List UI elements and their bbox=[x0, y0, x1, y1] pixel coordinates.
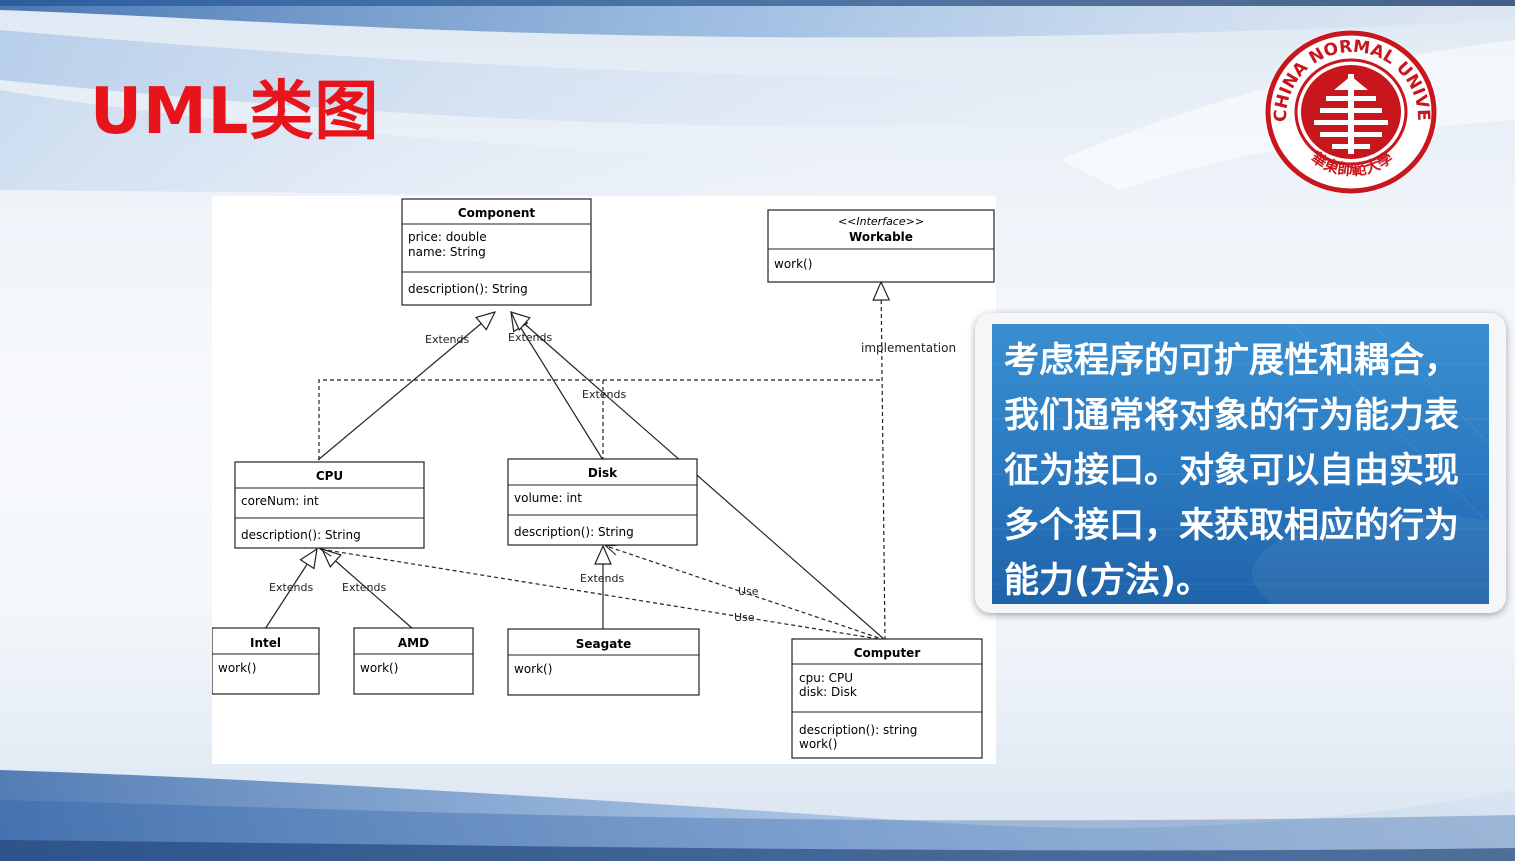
label-use-disk: Use bbox=[738, 585, 759, 598]
computer-uses-cpu bbox=[320, 549, 886, 641]
callout-decoration bbox=[992, 324, 1489, 604]
attribute: disk: Disk bbox=[799, 685, 857, 699]
disk-extends-component bbox=[511, 312, 604, 461]
class-computer: Computer cpu: CPU disk: Disk description… bbox=[791, 638, 983, 759]
stereotype: <<Interface>> bbox=[838, 215, 924, 228]
method: work() bbox=[218, 661, 256, 675]
callout-frame: 考虑程序的可扩展性和耦合，我们通常将对象的行为能力表征为接口。对象可以自由实现多… bbox=[975, 313, 1506, 613]
class-workable: <<Interface>> Workable work() bbox=[767, 209, 995, 283]
class-intel: Intel work() bbox=[212, 627, 320, 695]
relation-labels: Extends Extends Extends Extends Extends … bbox=[269, 331, 956, 624]
class-component: Component price: double name: String des… bbox=[401, 198, 592, 306]
attribute: price: double bbox=[408, 230, 487, 244]
intel-extends-cpu bbox=[264, 549, 317, 630]
class-name: Disk bbox=[588, 466, 618, 480]
computer-uses-disk bbox=[606, 546, 886, 641]
class-name: CPU bbox=[316, 469, 343, 483]
relation-lines bbox=[264, 282, 886, 641]
method: description(): String bbox=[408, 282, 528, 296]
class-name: Seagate bbox=[576, 637, 631, 651]
class-amd: AMD work() bbox=[353, 627, 474, 695]
method: description(): string bbox=[799, 723, 917, 737]
method: work() bbox=[360, 661, 398, 675]
computer-implements-workable bbox=[881, 282, 885, 641]
label-extends-computer: Extends bbox=[582, 388, 626, 401]
cpu-extends-component bbox=[317, 312, 495, 461]
implementation-line bbox=[318, 379, 881, 460]
amd-extends-cpu bbox=[322, 549, 414, 630]
callout-box: 考虑程序的可扩展性和耦合，我们通常将对象的行为能力表征为接口。对象可以自由实现多… bbox=[992, 324, 1489, 604]
attribute: volume: int bbox=[514, 491, 582, 505]
label-extends-amd: Extends bbox=[342, 581, 386, 594]
class-name: Computer bbox=[854, 646, 921, 660]
attribute: cpu: CPU bbox=[799, 671, 853, 685]
label-extends-disk: Extends bbox=[508, 331, 552, 344]
class-seagate: Seagate work() bbox=[507, 628, 700, 696]
computer-extends-component bbox=[511, 312, 886, 641]
seal-tree-emblem bbox=[1301, 65, 1401, 159]
attribute: name: String bbox=[408, 245, 486, 259]
callout-text: 考虑程序的可扩展性和耦合，我们通常将对象的行为能力表征为接口。对象可以自由实现多… bbox=[1004, 341, 1460, 601]
class-name: Workable bbox=[849, 230, 913, 244]
method: description(): String bbox=[241, 528, 361, 542]
label-use-cpu: Use bbox=[734, 611, 755, 624]
label-extends-seagate: Extends bbox=[580, 572, 624, 585]
label-extends-cpu: Extends bbox=[425, 333, 469, 346]
class-cpu: CPU coreNum: int description(): String bbox=[234, 461, 425, 549]
label-extends-intel: Extends bbox=[269, 581, 313, 594]
method: work() bbox=[799, 737, 837, 751]
class-name: Component bbox=[458, 206, 536, 220]
method: description(): String bbox=[514, 525, 634, 539]
attribute: coreNum: int bbox=[241, 494, 319, 508]
method: work() bbox=[514, 662, 552, 676]
university-seal-icon: EAST CHINA NORMAL UNIVERSITY 華東師範大學 bbox=[1262, 26, 1437, 194]
class-name: Intel bbox=[250, 636, 281, 650]
class-disk: Disk volume: int description(): String bbox=[507, 458, 698, 546]
method: work() bbox=[774, 257, 812, 271]
uml-diagram: Extends Extends Extends Extends Extends … bbox=[212, 196, 996, 764]
label-implementation: implementation bbox=[861, 341, 956, 355]
slide-title: UML类图 bbox=[90, 75, 380, 149]
class-name: AMD bbox=[398, 636, 429, 650]
